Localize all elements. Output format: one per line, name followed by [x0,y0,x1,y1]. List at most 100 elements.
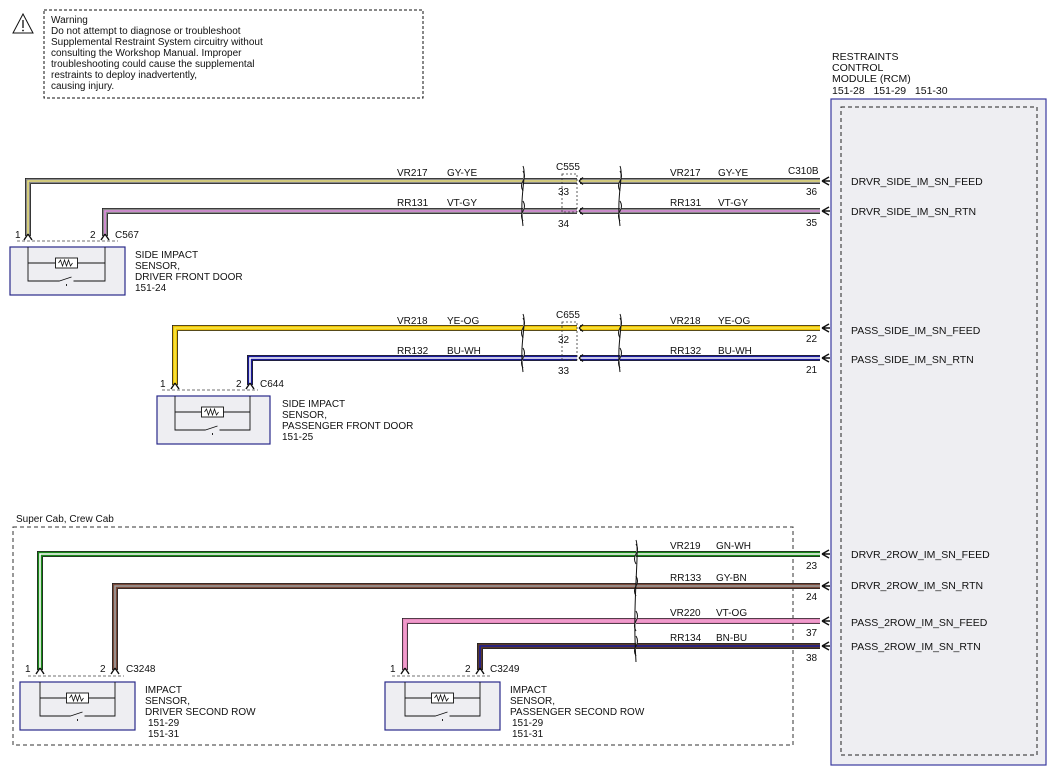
sensor-box [156,395,271,445]
sensor-label: 151-25 [282,432,314,443]
wire-vr218 [170,317,830,390]
wire-stripe-color [114,585,820,670]
circuit-number: RR131 [397,198,429,209]
circuit-number: RR134 [670,633,702,644]
circuit-color: VT-GY [447,198,477,209]
sensor-label: PASSENGER FRONT DOOR [282,421,413,432]
circuit-number: VR218 [397,316,428,327]
rcm-signal: DRVR_2ROW_IM_SN_RTN [851,580,983,592]
warning-notice: Warning Do not attempt to diagnose or tr… [12,9,424,99]
rcm-pin-arrow-icon [821,641,830,651]
inline-connector-outline [561,173,578,213]
sensor-box [19,681,136,731]
harness-break-icon [634,539,638,663]
rcm-title: MODULE (RCM) [832,73,911,85]
circuit-color: GY-YE [718,168,749,179]
switch-icon [205,425,218,435]
sensor-pin-arrow-icon [110,667,120,675]
wire-rr133 [110,575,830,675]
rcm-signal: DRVR_SIDE_IM_SN_FEED [851,176,983,188]
zone-second-row: Super Cab, Crew Cab [12,514,794,746]
wire-base-color [247,355,820,385]
rcm-signal: DRVR_2ROW_IM_SN_FEED [851,549,990,561]
resistor-zigzag-icon [69,693,84,703]
resistor-icon [55,257,78,269]
sensor-label: 151-24 [135,283,167,294]
inline-arrow-icon [578,354,584,362]
inline-arrow-icon [578,207,584,215]
sensor-label: IMPACT [510,685,547,696]
rcm-pin: 22 [806,334,818,345]
harness-break-icon [618,165,622,227]
zone-label: Super Cab, Crew Cab [16,514,114,525]
wire-vr219 [35,543,830,675]
wire-outline [37,551,820,670]
rcm-signal: PASS_2ROW_IM_SN_RTN [851,641,981,653]
switch-gap [435,712,450,718]
circuit-color: BU-WH [447,346,481,357]
sensor-pin: 2 [90,230,96,241]
sensor-label: SIDE IMPACT [135,250,198,261]
wire-vr217 [23,170,830,241]
wire-outline [112,583,820,670]
harness-break-icon [618,313,622,373]
circuit-color: GY-BN [716,573,747,584]
wire-stripe-color [404,620,820,670]
wire-base-color [102,208,820,236]
rcm-pin-arrow-icon [821,323,830,333]
inline-gap [577,207,580,215]
sensor-connector-label: C644 [260,379,284,390]
circuit-color: YE-OG [447,316,479,327]
sensor-label: 151-29 [512,718,544,729]
circuit-color: VT-GY [718,198,748,209]
warning-line: troubleshooting could cause the suppleme… [51,59,254,70]
sensor-pin-arrow-icon [475,667,485,675]
inline-pin: 33 [558,187,570,198]
rcm-pin: 38 [806,653,818,664]
sensor-pin: 1 [15,230,21,241]
zone-outline [12,526,794,746]
harness-break-icon [521,165,525,227]
wire-stripe-color [479,645,820,670]
inline-pin: 33 [558,366,570,377]
sensor-label: 151-29 [148,718,180,729]
circuit-number: VR218 [670,316,701,327]
rcm-pin: 23 [806,561,818,572]
sensor-connector-label: C3248 [126,664,156,675]
wire-outline [102,208,820,236]
circuit-color: GY-YE [447,168,478,179]
sensor-pin-arrow-icon [100,233,110,241]
switch-icon [435,711,448,721]
sensor-connector-label: C567 [115,230,139,241]
sensor-pin-arrow-icon [170,382,180,390]
wire-outline [247,355,820,385]
wire-stripe-color [27,180,820,236]
rcm-box [830,98,1047,766]
wire-rr132 [245,347,830,390]
sensor-label: DRIVER FRONT DOOR [135,272,243,283]
rcm-signal: PASS_SIDE_IM_SN_RTN [851,354,974,366]
switch-gap [70,712,85,718]
rcm-inner-outline [840,106,1038,756]
inline-arrow-icon [578,177,584,185]
sensor-3 [19,675,136,731]
rcm-pin-arrow-icon [821,206,830,216]
inline-connector-label: C655 [556,310,580,321]
rcm-pin-arrow-icon [821,549,830,559]
warning-line: Supplemental Restraint System circuitry … [51,37,263,48]
switch-icon [70,711,83,721]
sensor-label: SENSOR, [282,410,327,421]
sensor-label: 151-31 [148,729,180,740]
sensor-pin-arrow-icon [23,233,33,241]
warning-triangle-icon [12,12,34,34]
sensor-pin-arrow-icon [400,667,410,675]
resistor-icon [66,692,89,704]
inline-pin: 34 [558,219,570,230]
wire-stripe-color [249,357,820,385]
inline-connector-outline [561,321,578,361]
inline-gap [577,354,580,362]
sensor-label: SENSOR, [510,696,555,707]
sensor-pin-arrow-icon [245,382,255,390]
warning-line: consulting the Workshop Manual. Improper [51,48,242,59]
